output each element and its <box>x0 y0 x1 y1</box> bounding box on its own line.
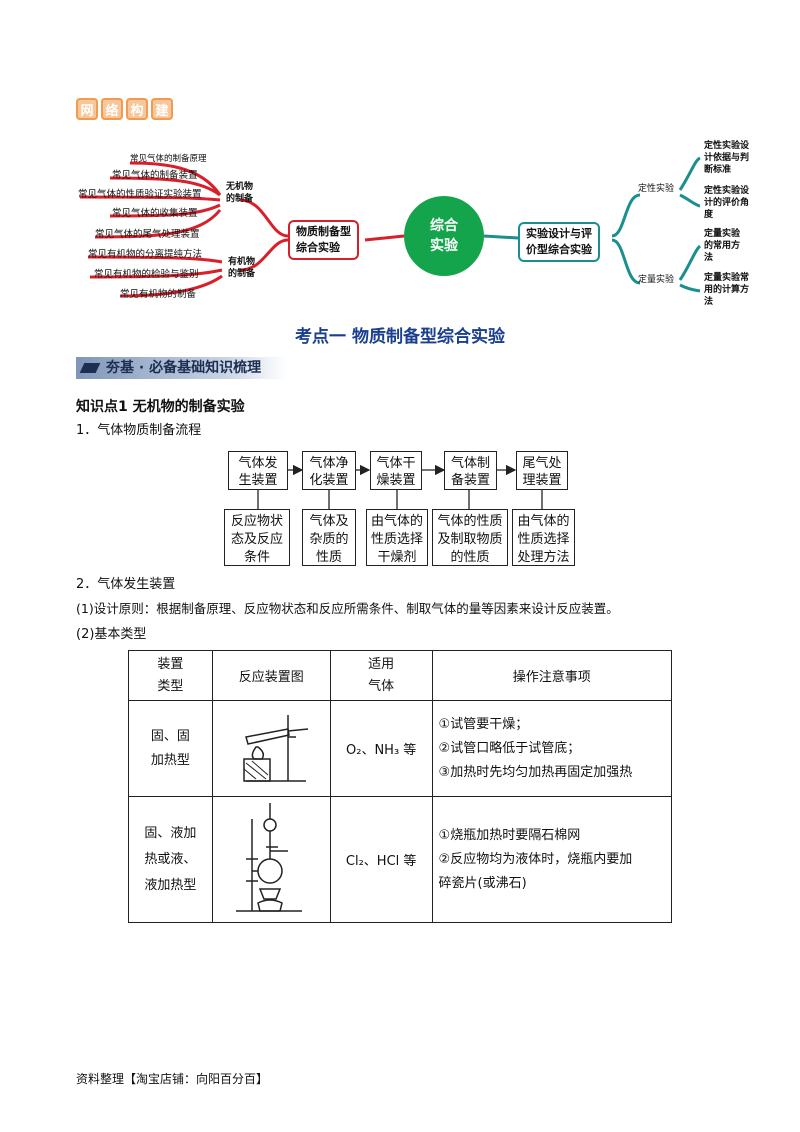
solid-liquid-heating-apparatus <box>236 802 303 912</box>
mindmap-right-leaf: 定量实验常 用的计算方 法 <box>704 273 750 307</box>
mindmap-leaf: 常见气体的性质验证实验装置 <box>78 189 202 200</box>
apparatus-type: 固、固加热型 <box>128 700 213 797</box>
mindmap-center: 综合 实验 <box>404 196 484 276</box>
mindmap-leaf: 常见有机物的制备 <box>120 289 197 300</box>
mindmap-leaf: 常见气体的制备装置 <box>112 170 198 181</box>
table-header-row: 装置类型 反应装置图 适用气体 操作注意事项 <box>128 650 673 701</box>
flow-box-generation: 气体发生装置 <box>228 451 288 490</box>
item1-heading: 1．气体物质制备流程 <box>76 423 202 438</box>
mindmap-right-main: 实验设计与评 价型综合实验 <box>518 222 600 262</box>
applicable-gases: O₂、NH₃ 等 <box>329 700 433 797</box>
mindmap-leaf: 常见气体的制备原理 <box>130 154 207 164</box>
flow-note: 由气体的性质选择干燥剂 <box>366 509 428 566</box>
mindmap-right-leaf: 定性实验设 计的评价角 度 <box>704 186 750 220</box>
mindmap-left-main: 物质制备型 综合实验 <box>288 220 359 260</box>
flow-note: 由气体的性质选择处理方法 <box>512 509 575 566</box>
badge-char: 建 <box>151 98 173 120</box>
applicable-gases: Cl₂、HCl 等 <box>329 796 433 923</box>
mindmap-right-leaf: 定性实验设 计依据与判 断标准 <box>704 141 750 175</box>
mindmap-branch-organic: 有机物 的制备 <box>228 257 256 279</box>
mindmap-branch-inorganic: 无机物 的制备 <box>226 182 254 204</box>
flow-box-purification: 气体净化装置 <box>302 451 356 490</box>
flow-connectors <box>257 464 543 509</box>
flow-note: 气体的性质及制取物质的性质 <box>432 509 508 566</box>
flow-box-preparation: 气体制备装置 <box>444 451 497 490</box>
badge-char: 构 <box>126 98 148 120</box>
flow-box-tail-gas: 尾气处理装置 <box>516 451 568 490</box>
footer-note: 资料整理【淘宝店铺：向阳百分百】 <box>76 1072 269 1086</box>
mindmap-leaf: 常见有机物的检验与鉴别 <box>94 269 199 280</box>
flow-box-drying: 气体干燥装置 <box>370 451 422 490</box>
knowledge-point-heading: 知识点1 无机物的制备实验 <box>76 399 245 415</box>
apparatus-diagram-cell <box>211 700 331 797</box>
table-row: 固、液加热或液、液加热型 <box>128 796 673 923</box>
section-badge: 网 络 构 建 <box>76 98 173 120</box>
table-header: 装置类型 <box>128 650 213 701</box>
badge-char: 网 <box>76 98 98 120</box>
mindmap-lines <box>79 156 702 298</box>
section-title: 考点一 物质制备型综合实验 <box>295 327 505 347</box>
operation-notes: ①试管要干燥； ②试管口略低于试管底； ③加热时先均匀加热再固定加强热 <box>431 700 673 797</box>
apparatus-diagram-cell <box>211 796 331 923</box>
table-row: 固、固加热型 O₂、NH₃ 等 ①试管要干燥； ②试 <box>128 700 673 797</box>
design-principle: (1)设计原则：根据制备原理、反应物状态和反应所需条件、制取气体的量等因素来设计… <box>76 601 619 616</box>
mindmap-branch-quantitative: 定量实验 <box>638 275 675 285</box>
flow-note: 反应物状态及反应条件 <box>224 509 290 566</box>
mindmap-branch-qualitative: 定性实验 <box>638 184 675 194</box>
mindmap-leaf: 常见气体的尾气处理装置 <box>95 229 200 240</box>
item2-heading: 2．气体发生装置 <box>76 577 176 592</box>
mindmap-leaf: 常见气体的收集装置 <box>112 208 198 219</box>
table-header: 操作注意事项 <box>431 650 673 701</box>
apparatus-type: 固、液加热或液、液加热型 <box>128 796 213 923</box>
apparatus-table: 装置类型 反应装置图 适用气体 操作注意事项 固、固加热型 <box>128 650 673 923</box>
subsection-banner: 夯基 · 必备基础知识梳理 <box>76 357 286 379</box>
table-header: 适用气体 <box>329 650 433 701</box>
mindmap-leaf: 常见有机物的分离提纯方法 <box>88 249 203 260</box>
operation-notes: ①烧瓶加热时要隔石棉网 ②反应物均为液体时，烧瓶内要加 碎瓷片(或沸石) <box>431 796 673 923</box>
mindmap-right-leaf: 定量实验 的常用方 法 <box>704 229 741 263</box>
flow-note: 气体及杂质的性质 <box>302 509 356 566</box>
badge-char: 络 <box>101 98 123 120</box>
table-header: 反应装置图 <box>211 650 331 701</box>
basic-types-heading: (2)基本类型 <box>76 627 147 642</box>
solid-solid-heating-apparatus <box>243 714 309 782</box>
